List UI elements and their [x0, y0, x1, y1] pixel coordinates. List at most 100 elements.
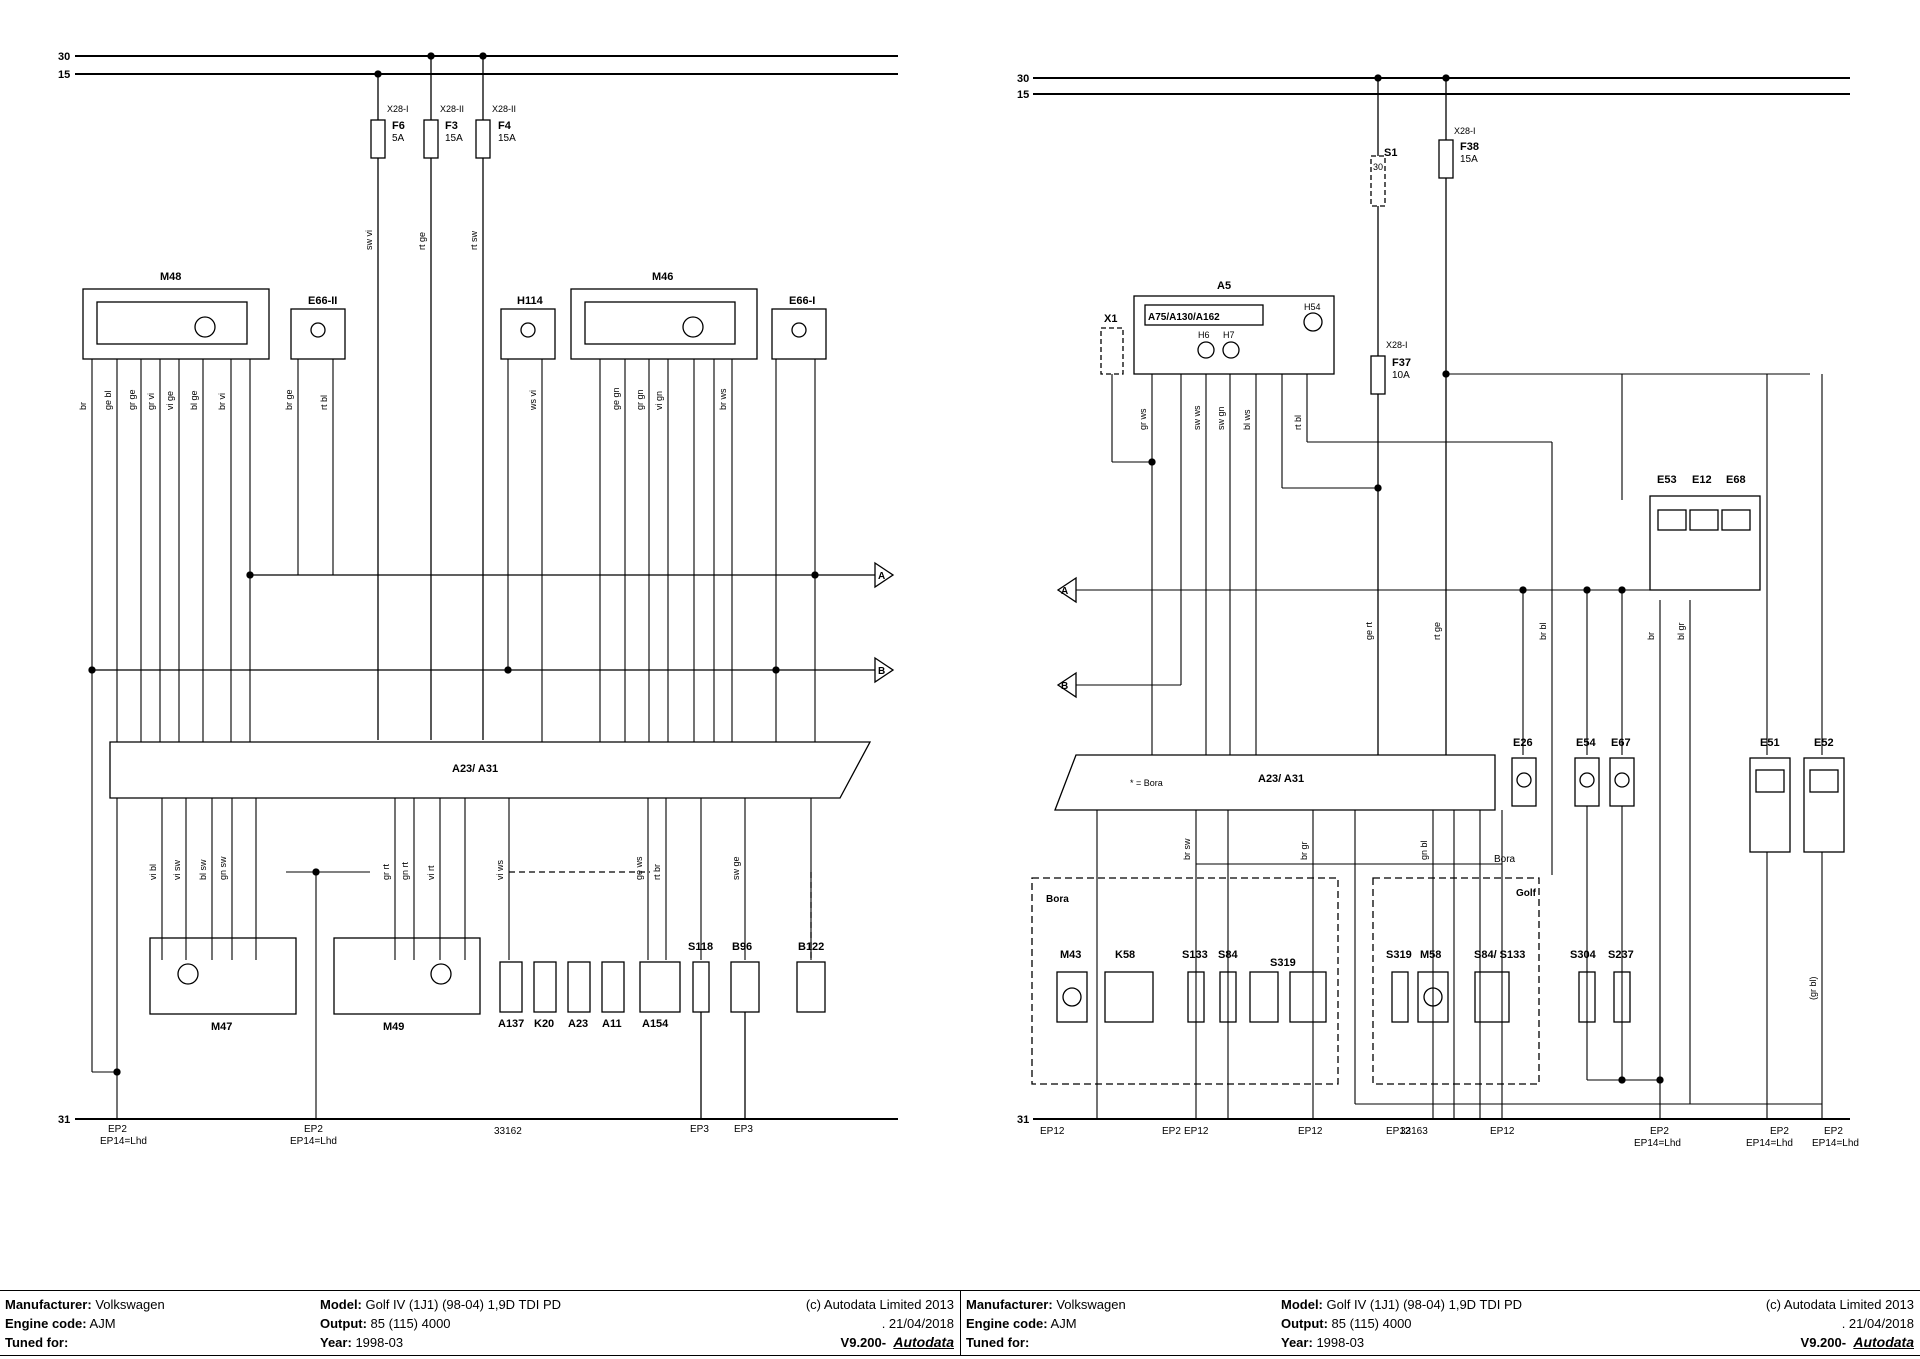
wire-label: bl sw: [198, 859, 208, 880]
diagram-number-left: 33162: [494, 1126, 522, 1137]
wiring-diagram-sheet: 30 15 31 F6 5A X28-I F3 15A X28-II F4 15…: [58, 51, 1859, 1149]
title-block-right: Manufacturer: Volkswagen Engine code: AJ…: [960, 1291, 1920, 1355]
version: V9.200-: [1800, 1335, 1847, 1350]
output-label: Output:: [1281, 1316, 1328, 1331]
tuned-for-label: Tuned for:: [5, 1335, 69, 1350]
fuse-f4-rating: 15A: [498, 133, 516, 144]
year-value: 1998-03: [1316, 1335, 1365, 1350]
fuse-f3-label: F3: [445, 120, 458, 132]
wire-label: gr gn: [635, 389, 645, 410]
wire-label: sw ge: [731, 856, 741, 880]
s319-golf-label: S319: [1386, 949, 1412, 961]
b96-speaker: [730, 961, 760, 1013]
model-value: Golf IV (1J1) (98-04) 1,9D TDI PD: [1326, 1297, 1523, 1312]
e26-switch: [1511, 757, 1537, 807]
ground-ep2-right: EP2: [1162, 1126, 1181, 1137]
h114-label: H114: [517, 295, 544, 307]
model-value: Golf IV (1J1) (98-04) 1,9D TDI PD: [365, 1297, 562, 1312]
s304-label: S304: [1570, 949, 1597, 961]
rail-15-label: 15: [58, 69, 70, 81]
ground-ep2-mid: EP2: [304, 1124, 323, 1135]
wire-label: bl gr: [1676, 622, 1686, 640]
a5-module: [1133, 295, 1335, 375]
wire-label: gr ge: [127, 389, 137, 410]
wire-label: sw gn: [1216, 406, 1226, 430]
wire-label: ge bl: [103, 390, 113, 410]
wire-label: vi rt: [426, 865, 436, 880]
rail-30-right: 30: [1017, 73, 1029, 85]
e26-label: E26: [1513, 737, 1533, 749]
connector-a-right-label: A: [1061, 586, 1068, 597]
e54-label: E54: [1576, 737, 1596, 749]
s237-label: S237: [1608, 949, 1634, 961]
connector-b-label: B: [878, 666, 885, 677]
b122-label: B122: [798, 941, 824, 953]
m47-label: M47: [211, 1021, 232, 1033]
e54-switch: [1574, 757, 1600, 807]
e67-label: E67: [1611, 737, 1631, 749]
e52-label: E52: [1814, 737, 1834, 749]
ground-ep12-a: EP12: [1040, 1126, 1065, 1137]
wire-label: gr rt: [381, 864, 391, 881]
wire-label: vi ws: [495, 860, 505, 880]
h6-label: H6: [1198, 330, 1210, 340]
e51-switch: [1749, 757, 1791, 853]
wire-label: br ge: [284, 389, 294, 410]
control-unit-right-label: A23/ A31: [1258, 773, 1304, 785]
zone-bora-label-2: Bora: [1494, 854, 1516, 865]
m46-label: M46: [652, 271, 673, 283]
control-unit-a23-a31-right: [1054, 754, 1496, 811]
fuse-f4-conn: X28-II: [492, 104, 516, 114]
year-label: Year:: [1281, 1335, 1313, 1350]
wire-label: rt ge: [1432, 622, 1442, 640]
m49-module: [333, 937, 481, 1015]
wire-label: br: [78, 402, 88, 410]
rail-30-label: 30: [58, 51, 70, 63]
wire-label: gn rt: [400, 861, 410, 880]
year-value: 1998-03: [355, 1335, 404, 1350]
title-block: Manufacturer: Volkswagen Engine code: AJ…: [0, 1290, 1920, 1356]
wire-label: gr ws: [1138, 408, 1148, 430]
manufacturer-label: Manufacturer:: [5, 1297, 92, 1312]
e66-i-label: E66-I: [789, 295, 815, 307]
m48-module: [82, 288, 270, 360]
a154-label: A154: [642, 1018, 669, 1030]
date: . 21/04/2018: [881, 1316, 954, 1331]
m43-label: M43: [1060, 949, 1081, 961]
ground-ep14-b: EP14=Lhd: [1634, 1138, 1681, 1149]
ground-ep14-d: EP14=Lhd: [1812, 1138, 1859, 1149]
s84-switch: [1219, 971, 1237, 1023]
rail-31-right: 31: [1017, 1114, 1029, 1126]
fuse-f37-conn: X28-I: [1386, 340, 1408, 350]
a5-label: A5: [1217, 280, 1231, 292]
h7-label: H7: [1223, 330, 1235, 340]
manufacturer-value: Volkswagen: [1056, 1297, 1126, 1312]
wire-label: bl ge: [189, 390, 199, 410]
wire-label: gn sw: [218, 856, 228, 880]
wire-label: gr vi: [146, 393, 156, 410]
autodata-logo: Autodata: [893, 1334, 954, 1350]
wire-label: vi gn: [654, 391, 664, 410]
left-diagram: [75, 52, 898, 1120]
e52-switch: [1803, 757, 1845, 853]
wire-label: br ws: [718, 388, 728, 410]
ground-ep12-c: EP12: [1298, 1126, 1323, 1137]
s133-label: S133: [1182, 949, 1208, 961]
ground-ep14-left: EP14=Lhd: [100, 1136, 147, 1147]
wire-label: rt br: [652, 864, 662, 880]
m43-motor: [1056, 971, 1088, 1023]
wire-label: sw ws: [1192, 405, 1202, 430]
model-label: Model:: [320, 1297, 362, 1312]
wire-label: rt sw: [469, 231, 479, 250]
s84-s133-label: S84/ S133: [1474, 949, 1525, 961]
fuse-f37-rating: 10A: [1392, 370, 1410, 381]
e66-i-module: [771, 308, 827, 360]
wire-label: ws vi: [528, 390, 538, 411]
wire-label: br: [1646, 632, 1656, 640]
fuse-f38-label: F38: [1460, 141, 1479, 153]
wire-label: ge gn: [611, 387, 621, 410]
fuse-f37-label: F37: [1392, 357, 1411, 369]
h114-module: [500, 308, 556, 360]
b122-sensor: [796, 961, 826, 1013]
a75-label: A75/A130/A162: [1148, 312, 1220, 323]
